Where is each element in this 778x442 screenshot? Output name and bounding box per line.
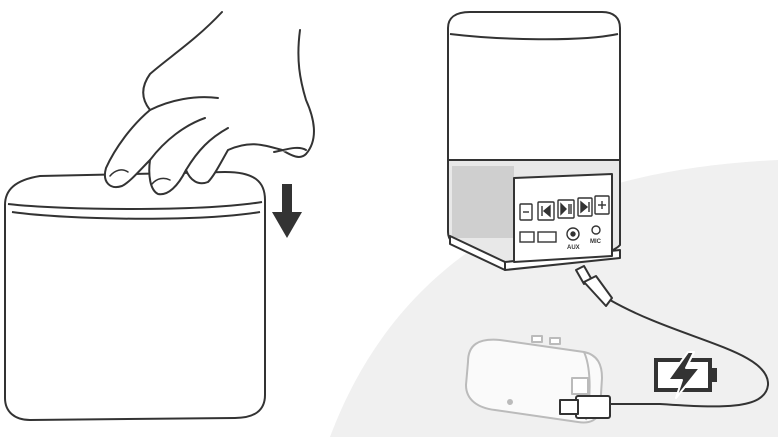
aux-label: AUX	[567, 245, 580, 251]
speaker-base-icon	[447, 11, 621, 271]
plus-icon	[594, 195, 610, 215]
usb-port-icon	[519, 231, 535, 243]
usb-cable	[607, 299, 770, 408]
mic-label: MIC	[590, 239, 602, 245]
micro-usb-connector-icon	[575, 265, 613, 307]
speaker-cube-icon	[4, 171, 266, 421]
next-track-icon	[577, 197, 593, 217]
previous-track-icon	[537, 201, 555, 221]
hand-icon	[104, 11, 315, 196]
usb-a-connector-icon	[559, 395, 611, 419]
minus-icon	[519, 203, 533, 221]
mic-icon	[591, 225, 601, 235]
play-pause-icon	[557, 199, 575, 219]
charging-battery-icon	[654, 351, 717, 399]
hdmi-port-icon	[537, 231, 557, 243]
aux-jack-icon	[566, 227, 580, 241]
down-arrow-icon	[272, 184, 302, 238]
